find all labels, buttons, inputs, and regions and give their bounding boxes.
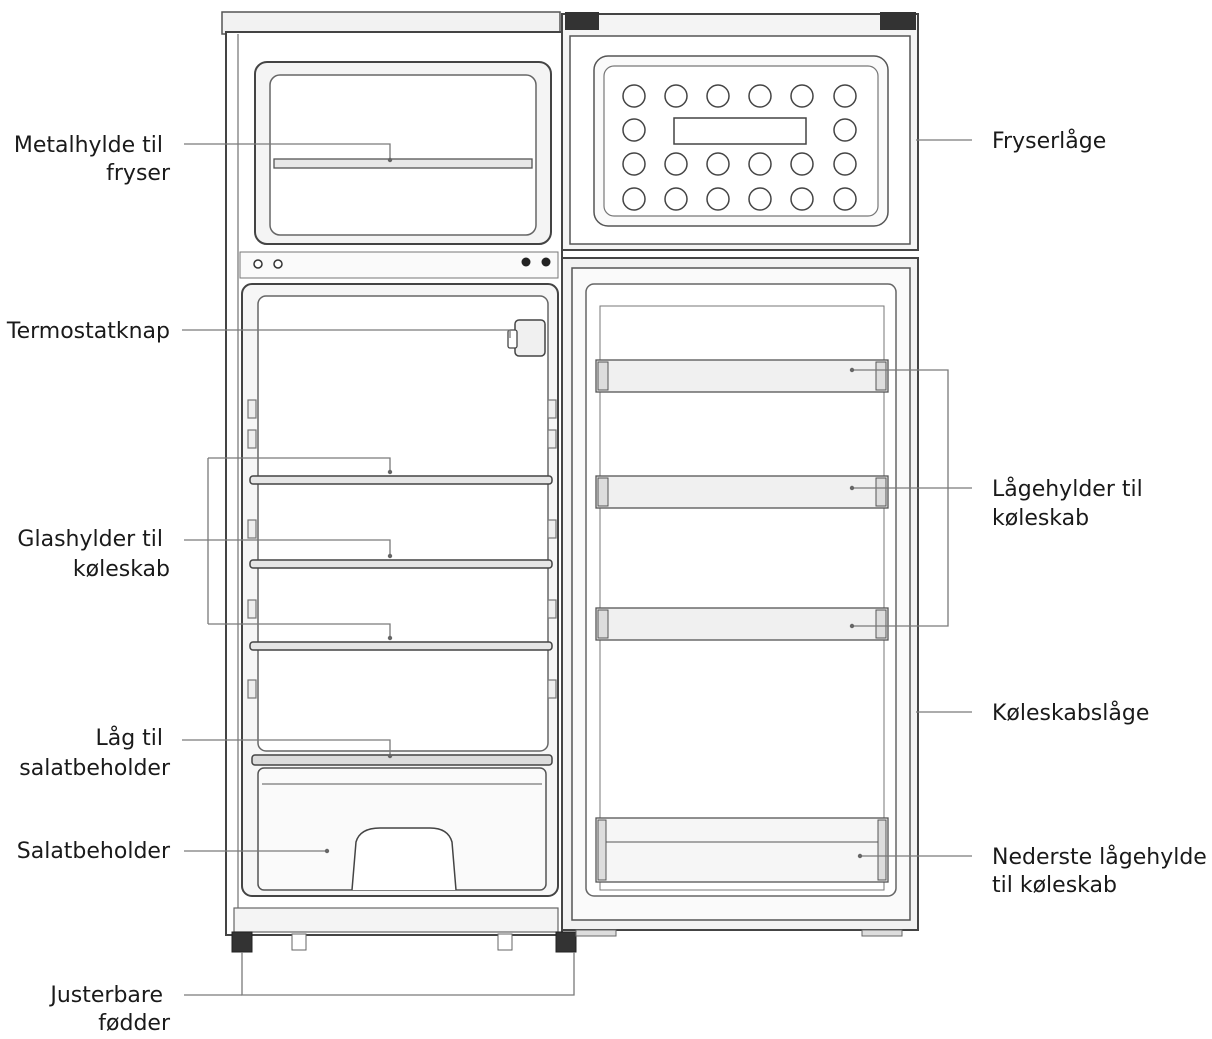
callout-labels: Metalhylde til fryser Termostatknap Glas…: [6, 128, 1212, 1036]
label-glashylder: Glashylder til køleskab: [17, 527, 170, 582]
label-laag-salatbeholder: Låg til salatbeholder: [19, 725, 171, 781]
door-dimple: [664, 84, 688, 108]
freezer-compartment: [254, 61, 552, 245]
label-termostatknap: Termostatknap: [6, 319, 170, 344]
door-shelf: [595, 359, 889, 393]
door-dimple: [790, 84, 814, 108]
fridge-cabinet: [221, 11, 577, 953]
leader-lines: [182, 139, 972, 996]
door-dimple: [748, 84, 772, 108]
label-salatbeholder: Salatbeholder: [17, 839, 171, 864]
freezer-door: [561, 12, 919, 251]
door-dimple: [748, 187, 772, 211]
door-dimple: [833, 187, 857, 211]
label-metalhylde: Metalhylde til fryser: [14, 133, 171, 186]
door-shelf: [595, 607, 889, 641]
fridge-door: [561, 257, 919, 937]
door-dimple: [622, 152, 646, 176]
glass-shelf: [249, 641, 553, 651]
door-dimple: [664, 152, 688, 176]
door-shelf: [595, 475, 889, 509]
door-dimple: [706, 84, 730, 108]
door-dimple: [664, 187, 688, 211]
door-dimple: [622, 187, 646, 211]
door-dimple: [622, 118, 646, 142]
door-dimple: [833, 118, 857, 142]
door-dimple: [790, 152, 814, 176]
glass-shelf: [249, 475, 553, 485]
glass-shelf: [249, 559, 553, 569]
door-dimple: [706, 187, 730, 211]
freezer-door-dimples: [622, 84, 857, 211]
crisper-lid: [251, 754, 553, 766]
label-fryserlaage: Fryserlåge: [992, 128, 1106, 154]
door-dimple: [622, 84, 646, 108]
bottom-door-shelf: [595, 817, 889, 883]
door-dimple: [833, 84, 857, 108]
door-dimple: [833, 152, 857, 176]
door-dimple: [790, 187, 814, 211]
crisper-drawer: [257, 767, 547, 891]
adjustable-feet: [231, 931, 577, 953]
fridge-compartment: [241, 283, 559, 897]
label-laagehylder: Lågehylder til køleskab: [992, 476, 1150, 531]
door-dimple: [706, 152, 730, 176]
freezer-metal-shelf: [273, 158, 533, 169]
label-koeleskabslaage: Køleskabslåge: [992, 700, 1149, 726]
label-justerbare-foedder: Justerbare fødder: [48, 983, 171, 1036]
door-dimple: [748, 152, 772, 176]
label-nederste-laagehylde: Nederste lågehylde til køleskab: [992, 844, 1212, 898]
